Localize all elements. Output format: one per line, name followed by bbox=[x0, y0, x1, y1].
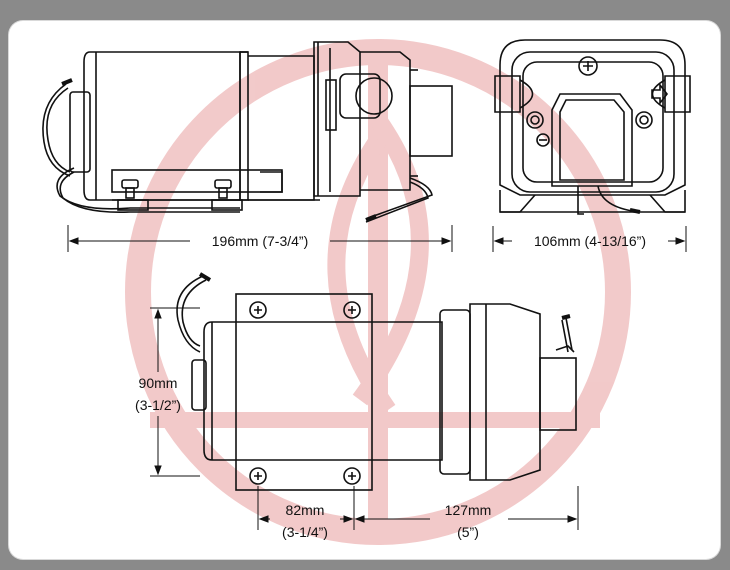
front-offset-mm-label: 127mm bbox=[445, 502, 492, 518]
screw-icon bbox=[249, 301, 361, 485]
side-length-label: 196mm (7-3/4”) bbox=[212, 233, 308, 249]
arrow-icon bbox=[651, 82, 669, 106]
wire bbox=[46, 87, 71, 173]
side-view bbox=[42, 41, 453, 223]
height-in-label: (3-1/2”) bbox=[135, 397, 181, 413]
mount-spacing-in-label: (3-1/4”) bbox=[282, 524, 328, 540]
mount-spacing-mm-label: 82mm bbox=[286, 502, 325, 518]
top-view bbox=[176, 272, 577, 491]
end-width-label: 106mm (4-13/16”) bbox=[534, 233, 646, 249]
dimension-front-offset bbox=[354, 486, 579, 530]
dimension-end-width bbox=[492, 226, 687, 252]
dimension-side-length bbox=[67, 225, 453, 252]
dimension-height bbox=[150, 307, 200, 477]
end-view bbox=[494, 39, 691, 215]
height-mm-label: 90mm bbox=[139, 375, 178, 391]
screw-icon bbox=[121, 179, 232, 199]
dimension-mount-spacing bbox=[257, 486, 355, 530]
front-offset-in-label: (5”) bbox=[457, 524, 479, 540]
